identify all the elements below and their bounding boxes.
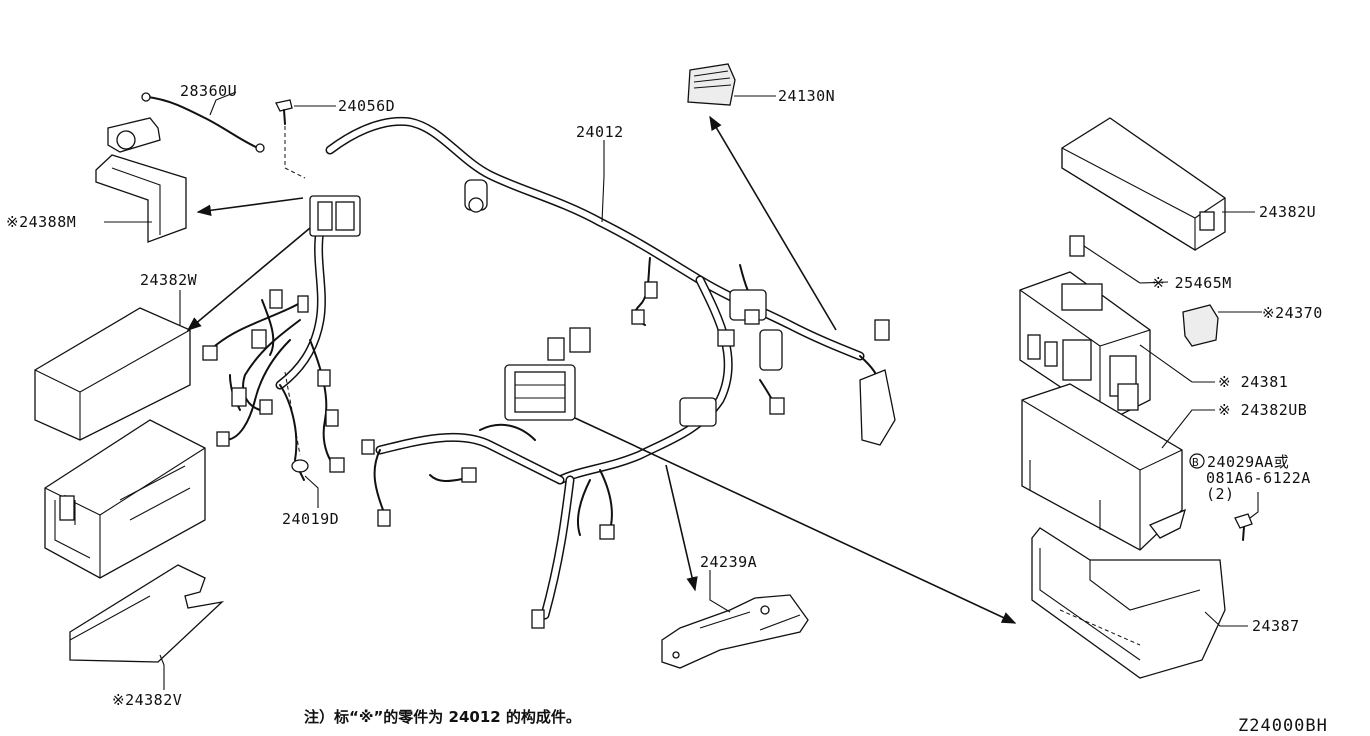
bracket-24239A-part [661,594,809,669]
footnote: 注）标“※”的零件为 24012 的构成件。 [304,708,581,726]
label-25465M: ※ 25465M [1152,274,1232,292]
fuse-24370-part [1182,304,1219,347]
reference-arrows [186,115,1017,624]
case-24382UB-part [1021,383,1186,551]
fuse-block-24381-part [1019,271,1151,421]
label-24382W: 24382W [140,271,198,289]
part-24130N [687,63,736,106]
label-24012: 24012 [576,123,624,141]
label-24381: ※ 24381 [1218,373,1288,391]
label-24387: 24387 [1252,617,1300,635]
bolt-24029AA-part [1234,513,1253,541]
fuse-25465M-part [1069,235,1141,284]
callout-b-letter: B [1192,456,1199,469]
cover-24382V-part [69,564,225,663]
harness-connectors [202,179,896,629]
label-24370: ※24370 [1262,304,1323,322]
leader-lines [104,91,1262,690]
label-24019D: 24019D [282,510,339,528]
part-labels: 28360U 24056D 24130N 24012 ※24388M 24382… [6,82,1328,736]
cover-24382U-part [1061,117,1226,251]
bolt-24056D-part [275,99,306,179]
label-24382UB: ※ 24382UB [1218,401,1307,419]
diagram-code: Z24000BH [1238,716,1328,736]
label-24388M: ※24388M [6,213,76,231]
label-24029AA: 24029AA或 [1207,453,1289,471]
label-24056D: 24056D [338,97,395,115]
cover-24382W-part [34,307,191,441]
label-081A6-6122A: 081A6-6122A [1206,469,1311,487]
label-quantity: (2) [1206,485,1235,503]
bracket-24387-part [1031,527,1226,679]
clip-24019D-part [284,371,309,481]
label-28360U: 28360U [180,82,237,100]
label-24130N: 24130N [778,87,835,105]
case-part [44,419,206,579]
bracket-24388M-part [95,154,187,243]
sensor-28360U-part [107,92,265,153]
label-24239A: 24239A [700,553,757,571]
callout-b-marker: B [1189,453,1205,469]
label-24382V: ※24382V [112,691,182,709]
label-24382U: 24382U [1259,203,1316,221]
